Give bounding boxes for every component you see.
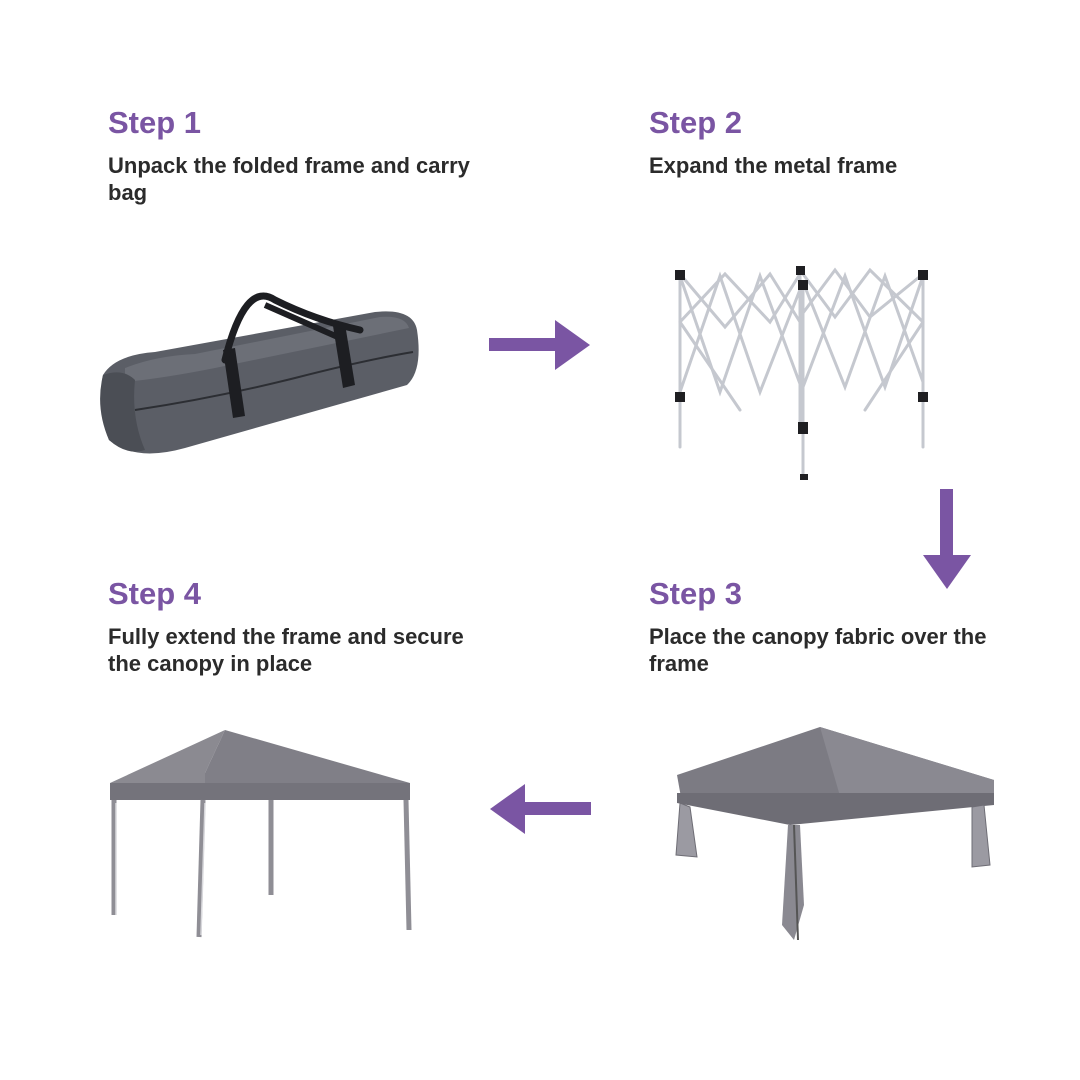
arrow-right-1-icon — [489, 320, 590, 370]
arrow-down-icon — [923, 489, 971, 589]
step-4-title: Step 4 — [108, 576, 202, 611]
step-4-description: Fully extend the frame and secure the ca… — [108, 624, 464, 676]
step-2-title: Step 2 — [649, 105, 743, 140]
step-1-title: Step 1 — [108, 105, 202, 140]
step-3-description: Place the canopy fabric over the frame — [649, 624, 987, 676]
metal-frame-illustration — [675, 266, 928, 480]
step-4: Step 4 Fully extend the frame and secure… — [108, 578, 488, 677]
step-1: Step 1 Unpack the folded frame and carry… — [108, 107, 488, 206]
arrow-left-icon — [490, 784, 591, 834]
step-1-description: Unpack the folded frame and carry bag — [108, 153, 470, 205]
carry-bag-illustration — [100, 292, 419, 454]
canopy-extended-illustration — [110, 730, 412, 938]
step-3: Step 3 Place the canopy fabric over the … — [649, 578, 1029, 677]
step-3-title: Step 3 — [649, 576, 743, 611]
step-2: Step 2 Expand the metal frame — [649, 107, 1029, 179]
canopy-low-illustration — [675, 727, 994, 941]
step-2-description: Expand the metal frame — [649, 153, 898, 178]
